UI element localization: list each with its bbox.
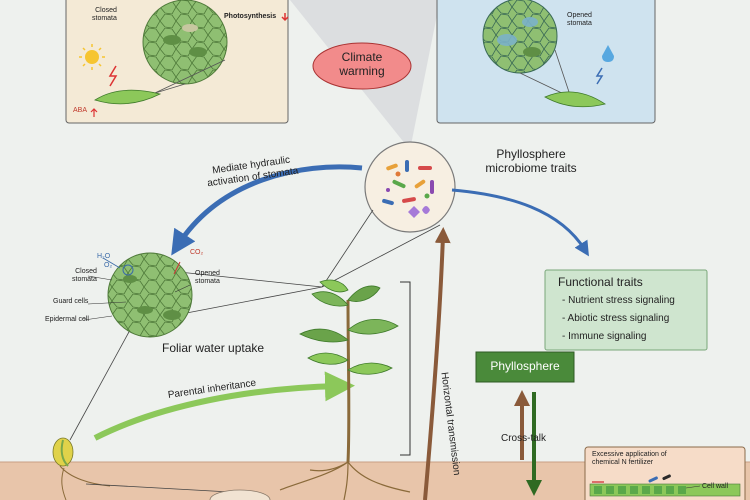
microbiome-circle [364, 141, 456, 233]
epidermal-cell-label: Epidermal cell [45, 316, 89, 323]
plant-bracket [400, 281, 411, 456]
functional-trait-item: - Abiotic stress signaling [562, 313, 670, 324]
cell-wall-label: Cell wall [702, 483, 729, 490]
stress-bolt-icon [108, 65, 118, 87]
closed-stomata-label: Closed stomata [72, 268, 97, 284]
functional-trait-item: - Immune signaling [562, 331, 647, 342]
sun-icon [85, 50, 99, 64]
cross-talk-label: Cross-talk [501, 433, 547, 444]
leaf-icon [544, 91, 606, 108]
phyllosphere-label: Phyllosphere [490, 359, 560, 373]
opened-stomata-label: Opened stomata [195, 270, 220, 286]
water-drop-icon [602, 45, 614, 62]
mediate-arrow [171, 164, 363, 256]
photosynthesis-label: Photosynthesis [224, 13, 277, 20]
closed-stomata-label-top: Closed stomata [92, 7, 117, 23]
parental-inheritance-arrow [93, 371, 355, 441]
o2-label: O₂ [104, 262, 113, 269]
functional-traits-title: Functional traits [558, 275, 643, 289]
plant [279, 279, 411, 500]
functional-traits-box [544, 269, 708, 351]
horizontal-transmission-arrow [423, 227, 451, 500]
dry-condition-panel [65, 0, 289, 124]
phyllosphere-box [475, 351, 575, 383]
seedling [52, 437, 271, 500]
phyllosphere-traits-label: Phyllosphere microbiome traits [485, 147, 577, 175]
climate-warming-label: Climate warming [339, 50, 385, 78]
opened-stomata-label-top: Opened stomata [567, 12, 592, 28]
functional-trait-item: - Nutrient stress signaling [562, 295, 675, 306]
leaf-cell-circle [102, 252, 193, 338]
excessive-n-label: Excessive application of chemical N fert… [592, 451, 667, 467]
moisture-bolt-icon [595, 67, 604, 85]
co2-label: CO₂ [190, 249, 204, 256]
up-arrow-icon [90, 108, 98, 117]
fertilizer-panel [584, 446, 746, 500]
wet-condition-panel [436, 0, 656, 124]
foliar-water-uptake-label: Foliar water uptake [162, 341, 265, 355]
aba-label: ABA [73, 107, 88, 114]
leaf-icon [94, 89, 162, 105]
guard-cells-label: Guard cells [53, 298, 89, 305]
h2o-label: H₂O [97, 253, 111, 260]
traits-arrow [451, 188, 589, 257]
climate-warming-oval [312, 42, 412, 90]
down-arrow-icon [281, 13, 289, 22]
